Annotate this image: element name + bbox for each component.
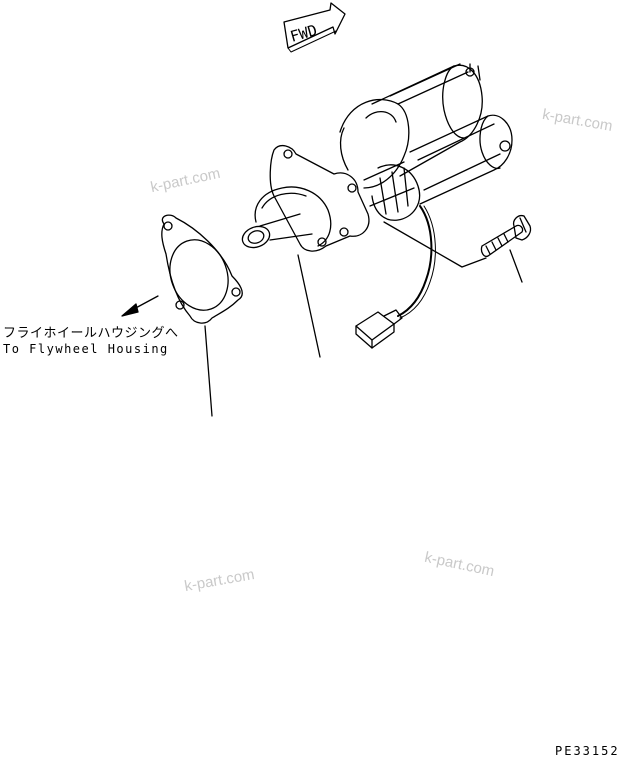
gasket-leader-line — [204, 325, 213, 417]
fwd-arrow-sign: FWD — [283, 2, 346, 53]
starter-leader-line — [297, 254, 321, 358]
starter-motor — [241, 63, 513, 349]
gasket — [161, 214, 243, 324]
bolt-leader-line — [383, 221, 487, 268]
fwd-label: FWD — [288, 21, 319, 46]
direction-label-ja: フライホイールハウジングへ — [3, 326, 179, 341]
bolt-leader-line-2 — [509, 249, 523, 283]
mounting-bolt — [480, 214, 532, 258]
direction-arrow — [121, 295, 159, 317]
direction-label-en: To Flywheel Housing — [3, 342, 169, 356]
drawing-code: PE33152 — [555, 744, 620, 758]
